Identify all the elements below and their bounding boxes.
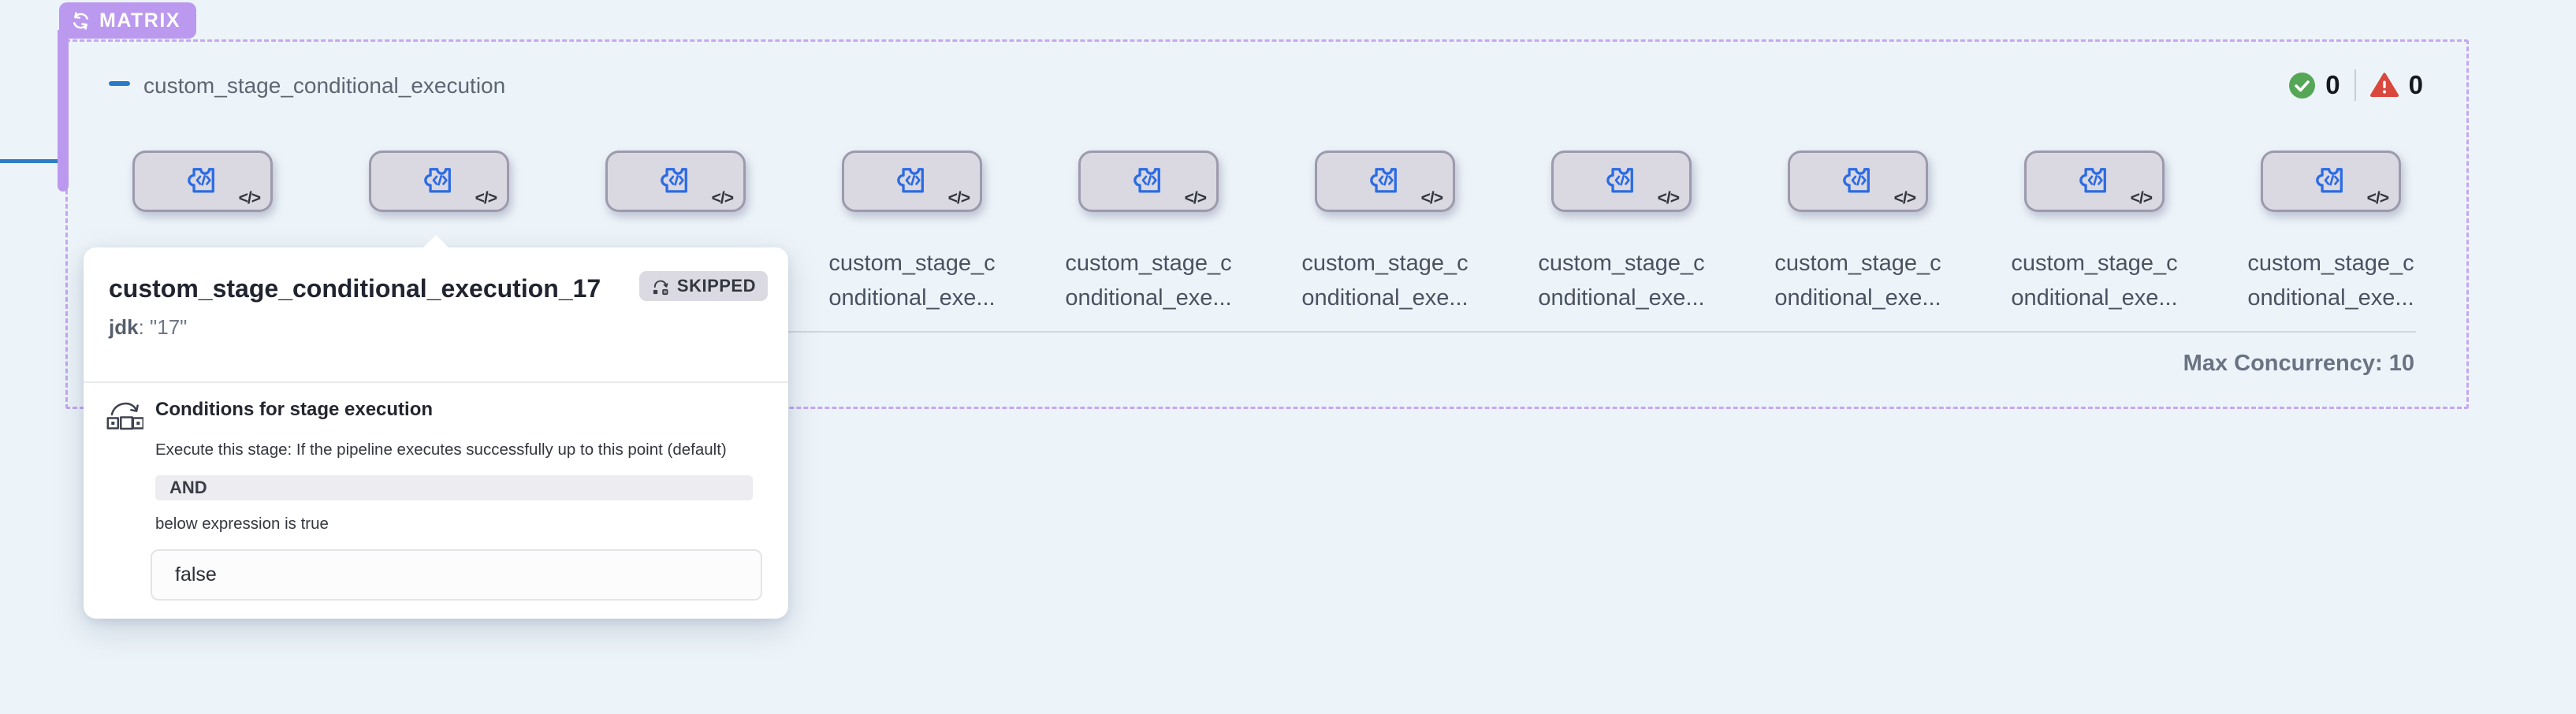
custom-stage-icon xyxy=(1606,168,1633,193)
success-icon xyxy=(2289,72,2316,99)
matrix-param-line: jdk: "17" xyxy=(109,315,187,340)
stage-node: </> xyxy=(132,151,273,212)
code-icon: </> xyxy=(2130,189,2153,207)
skipped-icon xyxy=(653,280,668,295)
custom-stage-icon xyxy=(2079,168,2106,193)
status-badge-label: SKIPPED xyxy=(676,276,756,296)
status-badge: SKIPPED xyxy=(638,271,768,301)
stage-node-card[interactable]: </> xyxy=(842,151,982,212)
stage-node-card[interactable]: </> xyxy=(1551,151,1692,212)
success-count: 0 xyxy=(2325,70,2340,99)
code-icon: </> xyxy=(475,189,497,207)
collapse-toggle[interactable] xyxy=(109,81,130,86)
conditions-description: Execute this stage: If the pipeline exec… xyxy=(155,441,727,459)
matrix-section-title: custom_stage_conditional_execution xyxy=(143,73,506,98)
code-icon: </> xyxy=(711,189,734,207)
conditions-description-2: below expression is true xyxy=(155,515,329,533)
matrix-badge-tail xyxy=(58,30,69,192)
popover-stage-title: custom_stage_conditional_execution_17 xyxy=(109,274,601,303)
custom-stage-icon xyxy=(1370,168,1397,193)
stage-node-card[interactable]: </> xyxy=(1315,151,1455,212)
code-icon: </> xyxy=(1893,189,1916,207)
failure-icon xyxy=(2369,73,2399,97)
matrix-badge-label: MATRIX xyxy=(99,9,181,32)
param-value: : "17" xyxy=(138,315,188,339)
stage-details-popover: custom_stage_conditional_execution_17 SK… xyxy=(84,235,788,619)
code-icon: </> xyxy=(1420,189,1443,207)
section-divider xyxy=(99,331,2416,333)
popover-divider xyxy=(84,381,788,383)
custom-stage-icon xyxy=(424,168,451,193)
param-key: jdk xyxy=(109,315,139,339)
code-icon: </> xyxy=(947,189,970,207)
operator-label: AND xyxy=(169,478,207,497)
custom-stage-icon xyxy=(188,168,214,193)
stage-node-card[interactable]: </> xyxy=(2261,151,2401,212)
expression-field: false xyxy=(151,549,762,601)
conditions-heading: Conditions for stage execution xyxy=(155,399,434,420)
stage-node-card[interactable]: </> xyxy=(2024,151,2165,212)
stage-node-card[interactable]: </> xyxy=(132,151,273,212)
stage-status-counts: 0 0 xyxy=(2289,69,2423,102)
custom-stage-icon xyxy=(897,168,924,193)
code-icon: </> xyxy=(2366,189,2389,207)
custom-stage-icon xyxy=(1134,168,1160,193)
max-concurrency-label: Max Concurrency: 10 xyxy=(2183,351,2414,376)
custom-stage-icon xyxy=(1843,168,1870,193)
custom-stage-icon xyxy=(2316,168,2343,193)
expression-value: false xyxy=(175,563,217,586)
failure-count: 0 xyxy=(2408,70,2423,99)
stage-node-card[interactable]: </> xyxy=(1788,151,1928,212)
code-icon: </> xyxy=(1184,189,1207,207)
operator-chip: AND xyxy=(155,475,753,500)
matrix-stage-container: custom_stage_conditional_execution 0 0 xyxy=(65,39,2469,409)
stage-node: </> xyxy=(605,151,746,212)
matrix-badge[interactable]: MATRIX xyxy=(59,2,196,39)
stage-node-card[interactable]: </> xyxy=(1078,151,1219,212)
stage-node-card[interactable]: </> xyxy=(369,151,509,212)
conditional-execution-icon xyxy=(106,402,143,430)
counts-divider xyxy=(2354,69,2356,101)
stage-node: </> xyxy=(369,151,509,212)
loop-icon xyxy=(73,11,88,30)
stage-node-card[interactable]: </> xyxy=(605,151,746,212)
code-icon: </> xyxy=(1657,189,1680,207)
popover-caret xyxy=(423,235,449,248)
code-icon: </> xyxy=(238,189,261,207)
custom-stage-icon xyxy=(661,168,687,193)
pipeline-connector-line xyxy=(0,159,61,163)
